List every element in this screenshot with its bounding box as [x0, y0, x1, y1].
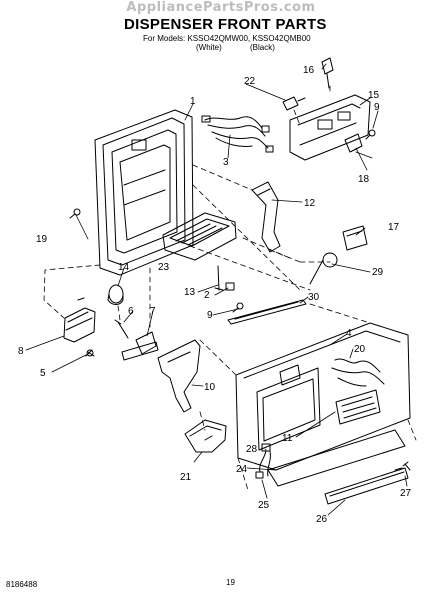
ice-chute-part: [184, 419, 227, 453]
callout-15: 15: [368, 90, 380, 101]
screw-19-part: [69, 208, 81, 219]
callout-4: 4: [346, 328, 352, 339]
callout-30: 30: [308, 292, 320, 303]
callout-2: 2: [204, 290, 210, 301]
control-board-part: [335, 389, 381, 425]
paddle-part: [157, 339, 201, 413]
page-number: 19: [226, 578, 235, 587]
variant-black: (Black): [250, 43, 275, 52]
callout-17: 17: [388, 222, 400, 233]
callout-10: 10: [204, 382, 216, 393]
screw-9-left-part: [232, 302, 244, 313]
screw-part: [402, 461, 411, 471]
page-title: DISPENSER FRONT PARTS: [124, 16, 327, 33]
callout-11: 11: [282, 433, 293, 444]
variant-white: (White): [196, 43, 222, 52]
spring-part: [309, 252, 338, 285]
callout-14: 14: [118, 262, 130, 273]
screw-5-part: [85, 349, 95, 357]
callout-19: 19: [36, 234, 48, 245]
callout-26: 26: [316, 514, 328, 525]
cap-part: [107, 284, 124, 305]
callout-16: 16: [303, 65, 315, 76]
callout-labels: 1 2 3 4 5 6 7 8 9 9 9 10 11 12 13 14 15 …: [18, 65, 412, 525]
callout-5: 5: [40, 368, 46, 379]
trim-strip-part: [227, 299, 307, 325]
callout-20: 20: [354, 344, 366, 355]
assembly-lines: [43, 85, 417, 491]
callout-23: 23: [158, 262, 170, 273]
lens-part: [267, 429, 406, 487]
callout-28: 28: [246, 444, 258, 455]
callout-21: 21: [180, 472, 192, 483]
screw-9-right-part: [365, 129, 376, 140]
connector-part: [282, 96, 306, 111]
wire-harness-part: [201, 115, 274, 153]
drip-tray-part: [162, 212, 237, 261]
callout-1: 1: [190, 96, 196, 107]
models-line: For Models: KSSO42QMW00, KSSO42QMB00: [143, 34, 311, 43]
callout-9-left: 9: [207, 310, 213, 321]
watermark: AppliancePartsPros.com: [126, 0, 316, 15]
callout-8: 8: [18, 346, 24, 357]
actuator-lever-part: [251, 181, 281, 253]
hinge-bracket-part: [121, 331, 159, 361]
callout-9-right: 9: [374, 102, 380, 113]
callout-12: 12: [304, 198, 316, 209]
small-harness-part: [255, 443, 271, 479]
lower-trim-part: [324, 467, 409, 505]
switch-bracket-part: [289, 94, 371, 161]
cup-housing-part: [63, 297, 96, 343]
front-harness-part: [331, 358, 385, 387]
callout-6: 6: [128, 306, 134, 317]
spring-rod-part: [114, 319, 129, 339]
callout-3: 3: [223, 157, 229, 168]
callout-24: 24: [236, 464, 248, 475]
callout-7: 7: [150, 306, 156, 317]
leader-lines: [25, 63, 408, 516]
pin-part: [214, 265, 235, 291]
callout-22: 22: [244, 76, 256, 87]
callout-18: 18: [358, 174, 370, 185]
housing-frame-part: [94, 109, 194, 276]
callout-25: 25: [258, 500, 270, 511]
callout-13: 13: [184, 287, 196, 298]
switch-part: [321, 57, 334, 89]
callout-29: 29: [372, 267, 384, 278]
callout-27: 27: [400, 488, 412, 499]
document-number: 8186488: [6, 580, 38, 589]
